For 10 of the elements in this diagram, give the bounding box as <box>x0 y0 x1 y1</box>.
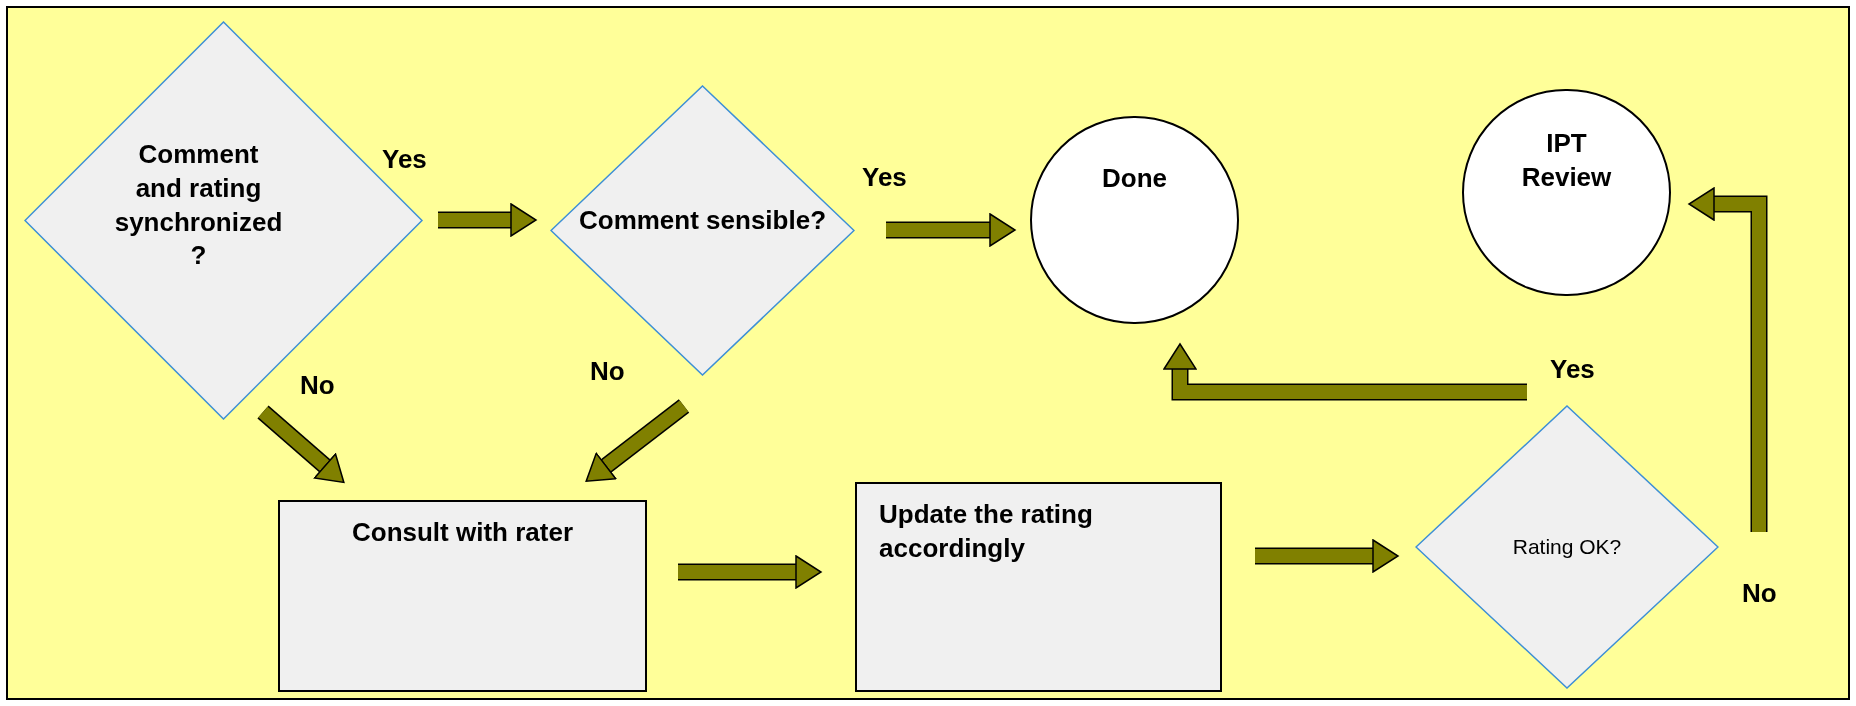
process-box <box>855 482 1222 692</box>
decision-diamond <box>1415 405 1719 689</box>
node-label: Update the rating accordingly <box>879 498 1094 565</box>
node-label: Rating OK? <box>1512 534 1622 561</box>
node-label: Comment and rating synchronized ? <box>113 137 284 273</box>
node-label: Consult with rater <box>352 516 573 549</box>
node-label: IPT Review <box>1520 127 1613 194</box>
node-label: Comment sensible? <box>578 203 827 237</box>
node-label: Done <box>1102 162 1167 195</box>
process-box <box>278 500 647 692</box>
